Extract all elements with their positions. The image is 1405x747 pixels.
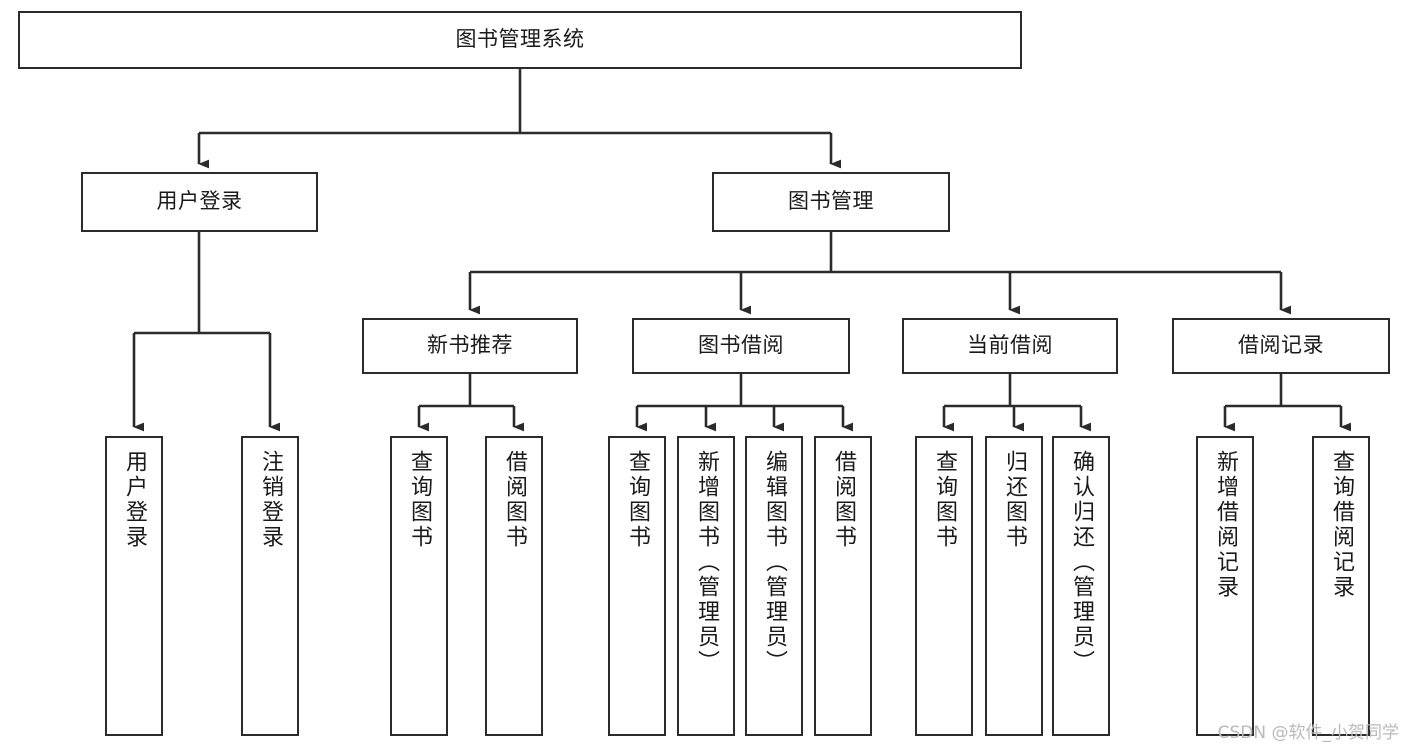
node-label: 查询借阅记录 (1329, 450, 1354, 600)
node-label: 图书借阅 (698, 333, 784, 358)
node-label: 注销登录 (258, 450, 283, 550)
node-new-book-recommend[interactable]: 新书推荐 (362, 318, 578, 374)
node-label: 借阅记录 (1238, 333, 1324, 358)
node-label: 查询图书 (932, 450, 957, 550)
leaf-query-borrow-record[interactable]: 查询借阅记录 (1312, 436, 1370, 736)
node-label: 新增图书（管理员） (694, 450, 719, 675)
node-root-system[interactable]: 图书管理系统 (18, 11, 1022, 69)
leaf-edit-book-admin[interactable]: 编辑图书（管理员） (745, 436, 803, 736)
node-label: 新增借阅记录 (1213, 450, 1238, 600)
leaf-query-book-borrow[interactable]: 查询图书 (608, 436, 666, 736)
node-label: 归还图书 (1002, 450, 1027, 550)
node-label: 图书管理系统 (455, 27, 585, 52)
leaf-borrow-book-recommend[interactable]: 借阅图书 (485, 436, 543, 736)
node-borrow-record[interactable]: 借阅记录 (1172, 318, 1390, 374)
node-label: 当前借阅 (967, 333, 1053, 358)
node-label: 确认归还（管理员） (1069, 450, 1094, 675)
leaf-user-login[interactable]: 用户登录 (105, 436, 163, 736)
leaf-return-book[interactable]: 归还图书 (985, 436, 1043, 736)
leaf-query-book-recommend[interactable]: 查询图书 (390, 436, 448, 736)
node-book-management[interactable]: 图书管理 (712, 172, 950, 232)
node-label: 新书推荐 (427, 333, 513, 358)
node-current-borrow[interactable]: 当前借阅 (902, 318, 1118, 374)
node-label: 查询图书 (407, 450, 432, 550)
node-label: 用户登录 (156, 189, 243, 214)
node-label: 编辑图书（管理员） (762, 450, 787, 675)
watermark-text: CSDN @软件_小贺同学 (1217, 723, 1399, 743)
leaf-logout[interactable]: 注销登录 (241, 436, 299, 736)
node-book-borrow[interactable]: 图书借阅 (632, 318, 850, 374)
node-label: 查询图书 (625, 450, 650, 550)
node-label: 借阅图书 (502, 450, 527, 550)
leaf-add-book-admin[interactable]: 新增图书（管理员） (677, 436, 735, 736)
leaf-borrow-book[interactable]: 借阅图书 (814, 436, 872, 736)
node-label: 图书管理 (788, 189, 874, 214)
leaf-add-borrow-record[interactable]: 新增借阅记录 (1196, 436, 1254, 736)
node-label: 用户登录 (122, 450, 147, 550)
leaf-confirm-return-admin[interactable]: 确认归还（管理员） (1052, 436, 1110, 736)
leaf-query-book-current[interactable]: 查询图书 (915, 436, 973, 736)
node-label: 借阅图书 (831, 450, 856, 550)
node-user-login[interactable]: 用户登录 (81, 172, 318, 232)
